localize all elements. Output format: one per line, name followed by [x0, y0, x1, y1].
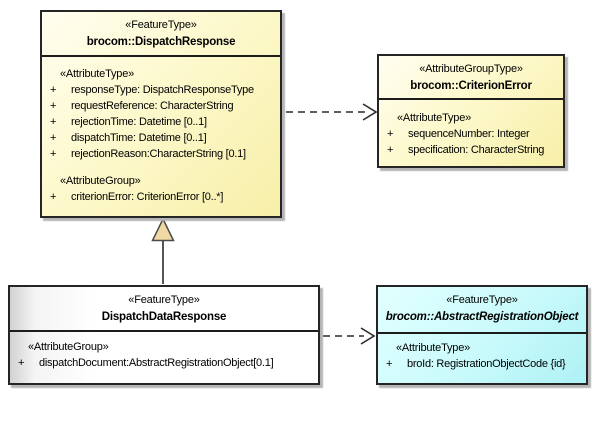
visibility-marker: + [50, 116, 57, 128]
section-label-attribute-type: «AttributeType» [397, 112, 472, 124]
section-label-attribute-type: «AttributeType» [60, 68, 135, 80]
attribute-row: + responseType: DispatchResponseType [42, 82, 280, 98]
attribute-text: criterionError: CriterionError [0..*] [71, 191, 224, 203]
stereotype-label: «FeatureType» [446, 294, 518, 306]
stereotype-label: «FeatureType» [125, 19, 197, 31]
dependency-arrow-dispatchdataresponse-to-abstractregistrationobject [323, 327, 376, 345]
stereotype-label: «AttributeGroupType» [419, 63, 523, 75]
visibility-marker: + [50, 132, 57, 144]
dependency-arrow-dispatchresponse-to-criterionerror [286, 103, 378, 121]
class-box-criterion-error: «AttributeGroupType» brocom::CriterionEr… [377, 54, 565, 168]
attribute-row: + requestReference: CharacterString [42, 98, 280, 114]
stereotype-label: «FeatureType» [128, 294, 200, 306]
class-box-dispatch-data-response: «FeatureType» DispatchDataResponse «Attr… [8, 285, 320, 385]
visibility-marker: + [387, 128, 394, 140]
attribute-text: broId: RegistrationObjectCode {id} [407, 358, 566, 370]
class-header-dispatch-data-response: «FeatureType» DispatchDataResponse [10, 287, 318, 332]
class-name: DispatchDataResponse [101, 311, 227, 323]
attributes-compartment: «AttributeType» + broId: RegistrationObj… [378, 334, 586, 383]
class-header-abstract-registration-object: «FeatureType» brocom::AbstractRegistrati… [378, 287, 586, 334]
visibility-marker: + [386, 358, 393, 370]
section-label-attribute-group: «AttributeGroup» [28, 341, 109, 353]
class-name: brocom::DispatchResponse [86, 36, 236, 48]
attribute-row: + specification: CharacterString [379, 142, 563, 158]
attribute-text: dispatchTime: Datetime [0..1] [71, 132, 207, 144]
visibility-marker: + [50, 148, 57, 160]
class-name: brocom::CriterionError [410, 80, 532, 92]
class-box-abstract-registration-object: «FeatureType» brocom::AbstractRegistrati… [376, 285, 588, 385]
attribute-text: sequenceNumber: Integer [408, 128, 530, 140]
visibility-marker: + [50, 191, 57, 203]
generalization-arrow-dispatchdataresponse-to-dispatchresponse [151, 217, 175, 284]
attributes-compartment: «AttributeType» + responseType: Dispatch… [42, 57, 280, 216]
attribute-row: + broId: RegistrationObjectCode {id} [378, 356, 586, 372]
attribute-text: specification: CharacterString [408, 144, 545, 156]
attribute-row: + dispatchTime: Datetime [0..1] [42, 130, 280, 146]
class-header-criterion-error: «AttributeGroupType» brocom::CriterionEr… [379, 56, 563, 100]
attribute-row: + dispatchDocument:AbstractRegistrationO… [10, 355, 318, 371]
attribute-text: requestReference: CharacterString [71, 100, 234, 112]
attribute-row: + rejectionReason:CharacterString [0.1] [42, 146, 280, 162]
attribute-text: rejectionTime: Datetime [0..1] [71, 116, 207, 128]
attribute-row: + criterionError: CriterionError [0..*] [42, 189, 280, 205]
class-name: brocom::AbstractRegistrationObject [385, 311, 579, 323]
attributes-compartment: «AttributeGroup» + dispatchDocument:Abst… [10, 332, 318, 383]
attribute-text: responseType: DispatchResponseType [71, 84, 254, 96]
attribute-row: + rejectionTime: Datetime [0..1] [42, 114, 280, 130]
class-box-dispatch-response: «FeatureType» brocom::DispatchResponse «… [40, 10, 282, 218]
visibility-marker: + [18, 357, 25, 369]
visibility-marker: + [50, 84, 57, 96]
section-label-attribute-group: «AttributeGroup» [60, 175, 141, 187]
class-header-dispatch-response: «FeatureType» brocom::DispatchResponse [42, 12, 280, 57]
attribute-row: + sequenceNumber: Integer [379, 126, 563, 142]
attribute-text: dispatchDocument:AbstractRegistrationObj… [39, 357, 274, 369]
attributes-compartment: «AttributeType» + sequenceNumber: Intege… [379, 100, 563, 164]
visibility-marker: + [387, 144, 394, 156]
section-label-attribute-type: «AttributeType» [396, 342, 471, 354]
attribute-text: rejectionReason:CharacterString [0.1] [71, 148, 246, 160]
visibility-marker: + [50, 100, 57, 112]
